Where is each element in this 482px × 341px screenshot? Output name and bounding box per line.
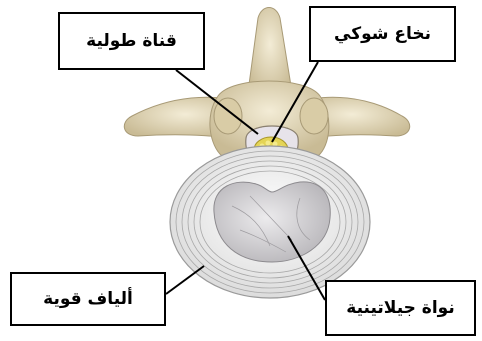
leader-fibers <box>166 266 204 294</box>
label-strong-fibers: ألياف قوية <box>10 272 166 326</box>
right-facet <box>300 98 328 134</box>
label-longitudinal-canal: قناة طولية <box>58 12 205 70</box>
label-spinal-cord: نخاع شوكي <box>309 6 456 62</box>
label-gelatinous-nucleus: نواة جيلاتينية <box>325 280 476 336</box>
